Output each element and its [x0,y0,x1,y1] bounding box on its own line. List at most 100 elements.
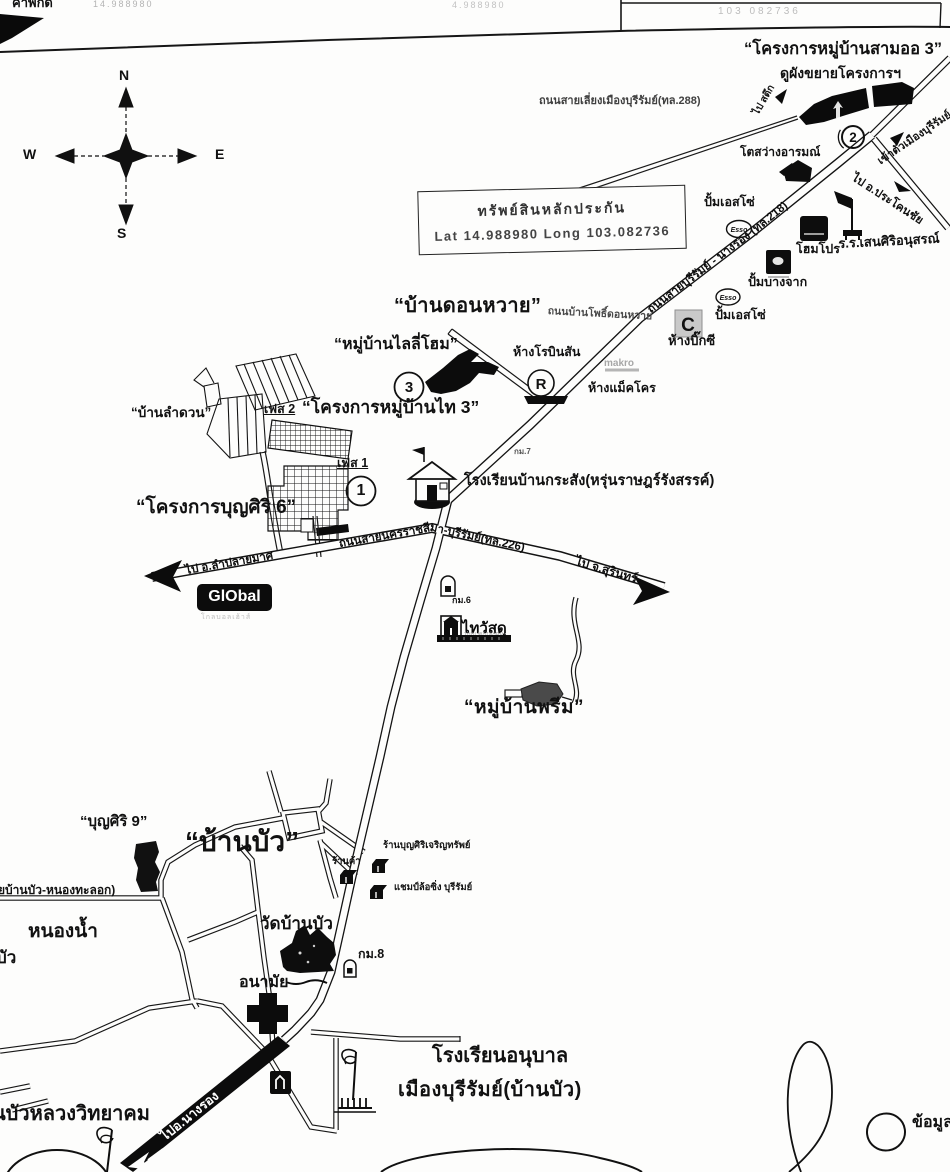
arrow-to-satuek [775,89,787,104]
sawang-arom-building-icon [779,160,812,182]
bypass-road-label: ถนนสายเลี่ยงเมืองบุรีรัมย์(ทล.288) [539,95,701,107]
header-faint-cell-3: 103 082736 [718,6,801,17]
esso-logo-icon-2: Esso [715,288,741,306]
boonsiri6-label: “โครงการบุญศิริ 6” [136,497,297,518]
champ-lor-label: แชมป์ล้อซิ่ง บุรีรัมย์ [394,882,473,893]
donwai-label: “บ้านดอนหวาย” [394,295,542,317]
svg-text:C: C [681,315,695,336]
bualuang-school-label: นบัวหลวงวิทยาคม [0,1103,150,1125]
compass-rose-icon [54,86,198,226]
rankha-label: ร้านค้า [332,856,361,867]
compass-label-s: S [117,225,127,241]
laily-home-label: “หมู่บ้านไลลี่โฮม” [334,336,458,353]
boonsiri9-site-polygon [134,841,160,892]
anamai-label: อนามัย [239,974,289,991]
bangchak-logo-icon [766,250,791,278]
marker-circle-2 [841,125,865,149]
nangrong-road-label: ไปอ.นางรอง [155,1087,221,1144]
bangchak-label: ปั้มบางจาก [748,275,808,289]
road-arrows [144,89,911,605]
anamai-cross-icon [247,993,288,1034]
rankha-shop-icon [340,870,357,884]
thai3-phase2-plot [267,419,353,460]
esso-logo-icon-1: Esso [725,219,753,239]
project-site-polygon [799,82,914,125]
global-house-logo: GlObal [197,584,272,611]
thaiwatsadu-label: ไทวัสดุ [462,620,507,637]
svg-text:Esso: Esso [720,295,737,302]
laily-home-site-polygon [425,349,499,394]
arrow-left-lamplaimat [144,560,182,592]
km7-label: กม.7 [514,447,531,456]
pond-outline-bottom-left [6,1149,108,1172]
marker-circles [345,125,865,507]
anuban-school-label-line1: โรงเรียนอนุบาล [432,1045,569,1067]
homepro-label: โฮมโปร [796,242,840,256]
robinson-logo-icon: R [524,369,568,404]
champ-lor-shop-icon [370,885,387,899]
wat-banbua-icon [280,925,336,985]
homepro-logo-icon [800,216,828,241]
svg-text:Esso: Esso [731,227,748,234]
lamduan-plot-outlines [193,353,316,459]
km6-shield-icon [440,575,456,597]
project-subtitle: ดูผังขยายโครงการฯ [780,65,901,81]
krasang-school-label: โรงเรียนบ้านกระสัง(หรุ่นราษฎร์รังสรรค์) [464,473,715,489]
nongnam-label: หนองน้ำ [28,921,98,942]
collateral-title: ทรัพย์สินหลักประกัน [477,199,627,219]
bigc-label: ห้างบิ๊กซี [668,333,716,348]
anuban-school-label-line2: เมืองบุรีรัมย์(บ้านบัว) [398,1079,582,1101]
phase2-label: เฟส 2 [264,402,296,416]
nangrong-road [120,1036,290,1172]
krasang-school-icon [406,447,458,509]
arrow-to-city [890,132,904,146]
bualuang-school-flag-icon [96,1126,114,1172]
thaiwatsadu-logo-icon [437,615,511,642]
marker-circle-3 [393,371,425,403]
sensiri-flag-icon [834,191,862,240]
header-faint-cell-1: 14.988980 [93,0,154,9]
compass-label-w: W [23,146,37,162]
scan-header-lines [0,0,950,53]
makro-logo-icon: makro [604,358,639,372]
arrow-to-prakhonchai [894,181,911,192]
km6-label: กม.6 [452,595,471,605]
marker-circle-1 [345,475,377,507]
thaiwatsadu-sub: THAI WATSADU [464,631,504,636]
lamduan-label: “บ้านลำดวน” [131,405,212,420]
collateral-info-box: ทรัพย์สินหลักประกัน Lat 14.988980 Long 1… [417,184,687,256]
collateral-latlong: Lat 14.988980 Long 103.082736 [434,223,671,244]
loop-curve-bottom-right [786,1040,833,1172]
road226-to-surin-label: ไป จ.สุรินทร์ [572,553,640,586]
marker-number-3: 3 [404,379,414,396]
compass-label-e: E [215,146,225,162]
village-road-fills [0,770,460,1133]
km8-label: กม.8 [358,947,385,961]
banbua-label: “บ้านบัว” [185,826,300,857]
marker-number-1: 1 [356,482,366,499]
thai3-label: “โครงการหมู่บ้านไท 3” [302,397,480,417]
header-coord-label: ค่าพิกัด [12,0,53,10]
marker-number-2: 2 [849,130,857,145]
legend-label: ข้อมูล [912,1114,950,1131]
sawang-arom-label: โตสว่างอารมณ์ [740,145,821,159]
wat-banbua-label: วัดบ้านบัว [260,914,333,933]
makro-label: ห้างแม็คโคร [588,381,656,395]
arrow-right-surin [633,576,670,605]
shop-icons [340,859,389,899]
prim-label: “หมู่บ้านพรีม” [464,697,585,718]
field-outline-bottom-center [380,1148,643,1172]
phase1-label: เฟส 1 [337,456,369,470]
ran-boonsiri-label: ร้านบุญศิริเจริญทรัพย์ [383,840,471,851]
ran-boonsiri-shop-icon [372,859,389,873]
project-title: “โครงการหมู่บ้านสามออ 3” [744,40,942,58]
road226-to-lamplaimat-label: ไป อ.ลำปลายมาศ [182,550,275,578]
svg-text:R: R [536,376,547,393]
bigc-logo-icon: C [674,309,703,338]
road-fills [151,56,950,1043]
boonsiri9-label: “บุญศิริ 9” [80,813,148,830]
compass-label-n: N [119,67,130,83]
esso1-label: ปั้มเอสโซ่ [704,195,755,209]
robinson-label: ห้างโรบินสัน [513,345,581,359]
